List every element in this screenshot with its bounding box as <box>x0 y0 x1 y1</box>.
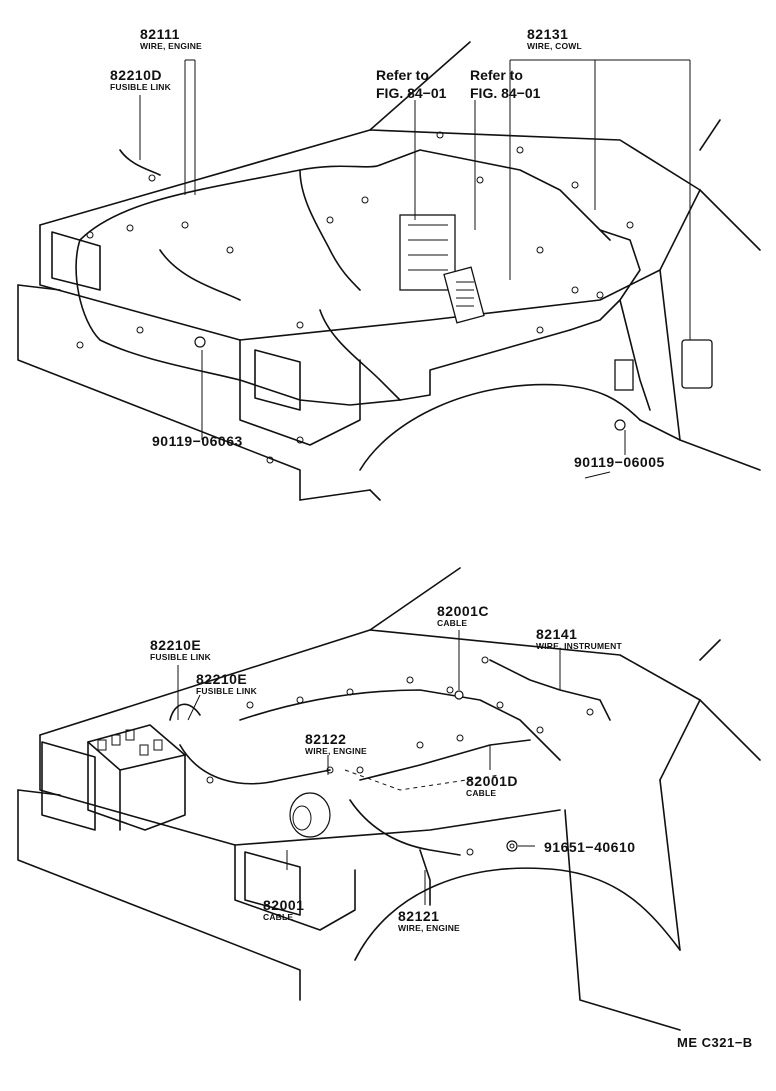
label-refer-1-line1: Refer to <box>376 67 429 83</box>
label-refer-2-line2: FIG. 84−01 <box>470 85 541 101</box>
label-82210E-1-part: 82210E <box>150 637 202 653</box>
label-82001D-desc: CABLE <box>466 788 497 798</box>
label-82001C-desc: CABLE <box>437 618 468 628</box>
label-82001-part: 82001 <box>263 897 305 913</box>
label-82001C-part: 82001C <box>437 603 490 619</box>
label-82210D-desc: FUSIBLE LINK <box>110 82 171 92</box>
label-90119-06005: 90119−06005 <box>574 454 665 470</box>
label-82210E-2-part: 82210E <box>196 671 248 687</box>
label-refer-2-line1: Refer to <box>470 67 523 83</box>
label-82131-part: 82131 <box>527 26 569 42</box>
figure-code: ME C321−B <box>677 1035 753 1050</box>
label-82210D-part: 82210D <box>110 67 163 83</box>
upper-leader-lines <box>139 59 691 479</box>
label-82001D-part: 82001D <box>466 773 519 789</box>
label-82121-part: 82121 <box>398 908 440 924</box>
lower-leader-lines <box>177 630 561 905</box>
label-82141-desc: WIRE, INSTRUMENT <box>536 641 622 651</box>
lower-wire-harness <box>169 656 611 906</box>
lower-car-body <box>17 567 761 1031</box>
label-82131-desc: WIRE, COWL <box>527 41 582 51</box>
label-82111-part: 82111 <box>140 26 180 42</box>
label-82121-desc: WIRE, ENGINE <box>398 923 460 933</box>
label-82122-part: 82122 <box>305 731 347 747</box>
label-82210E-2-desc: FUSIBLE LINK <box>196 686 257 696</box>
label-82001-desc: CABLE <box>263 912 294 922</box>
label-82122-desc: WIRE, ENGINE <box>305 746 367 756</box>
label-82210E-1-desc: FUSIBLE LINK <box>150 652 211 662</box>
label-82111-desc: WIRE, ENGINE <box>140 41 202 51</box>
label-82141-part: 82141 <box>536 626 578 642</box>
label-refer-1-line2: FIG. 84−01 <box>376 85 447 101</box>
label-90119-06063: 90119−06063 <box>152 433 243 449</box>
upper-car-body <box>17 41 761 501</box>
upper-wire-harness <box>75 131 713 464</box>
label-91651-40610: 91651−40610 <box>544 839 636 855</box>
